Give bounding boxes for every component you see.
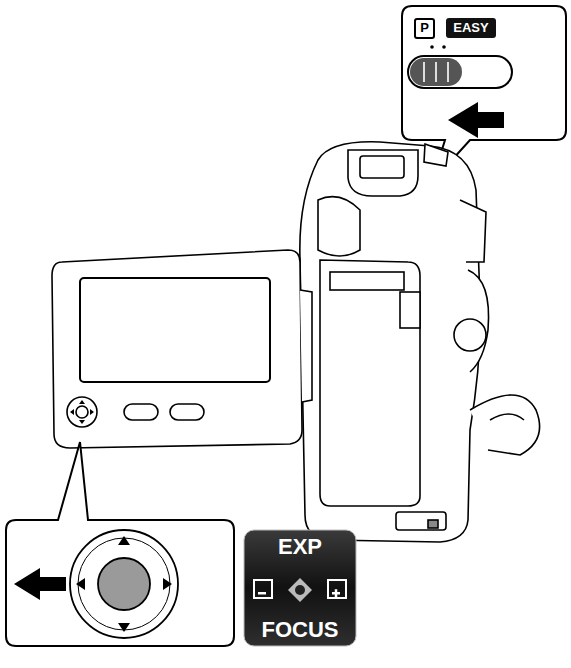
mode-callout [402,6,566,182]
control-label: FOCUS [262,617,339,642]
mode-icon: P [414,18,435,39]
mode-label: P [420,21,429,36]
camcorder-body [300,142,540,542]
control-label: EXP [278,534,322,559]
guide-panel: EXP FOCUS [244,530,356,646]
joystick-guide [244,530,356,646]
lcd-panel [52,250,312,448]
mode-label: EASY [453,21,488,36]
control-callout [6,442,234,646]
mode-badge: EASY [446,18,496,38]
